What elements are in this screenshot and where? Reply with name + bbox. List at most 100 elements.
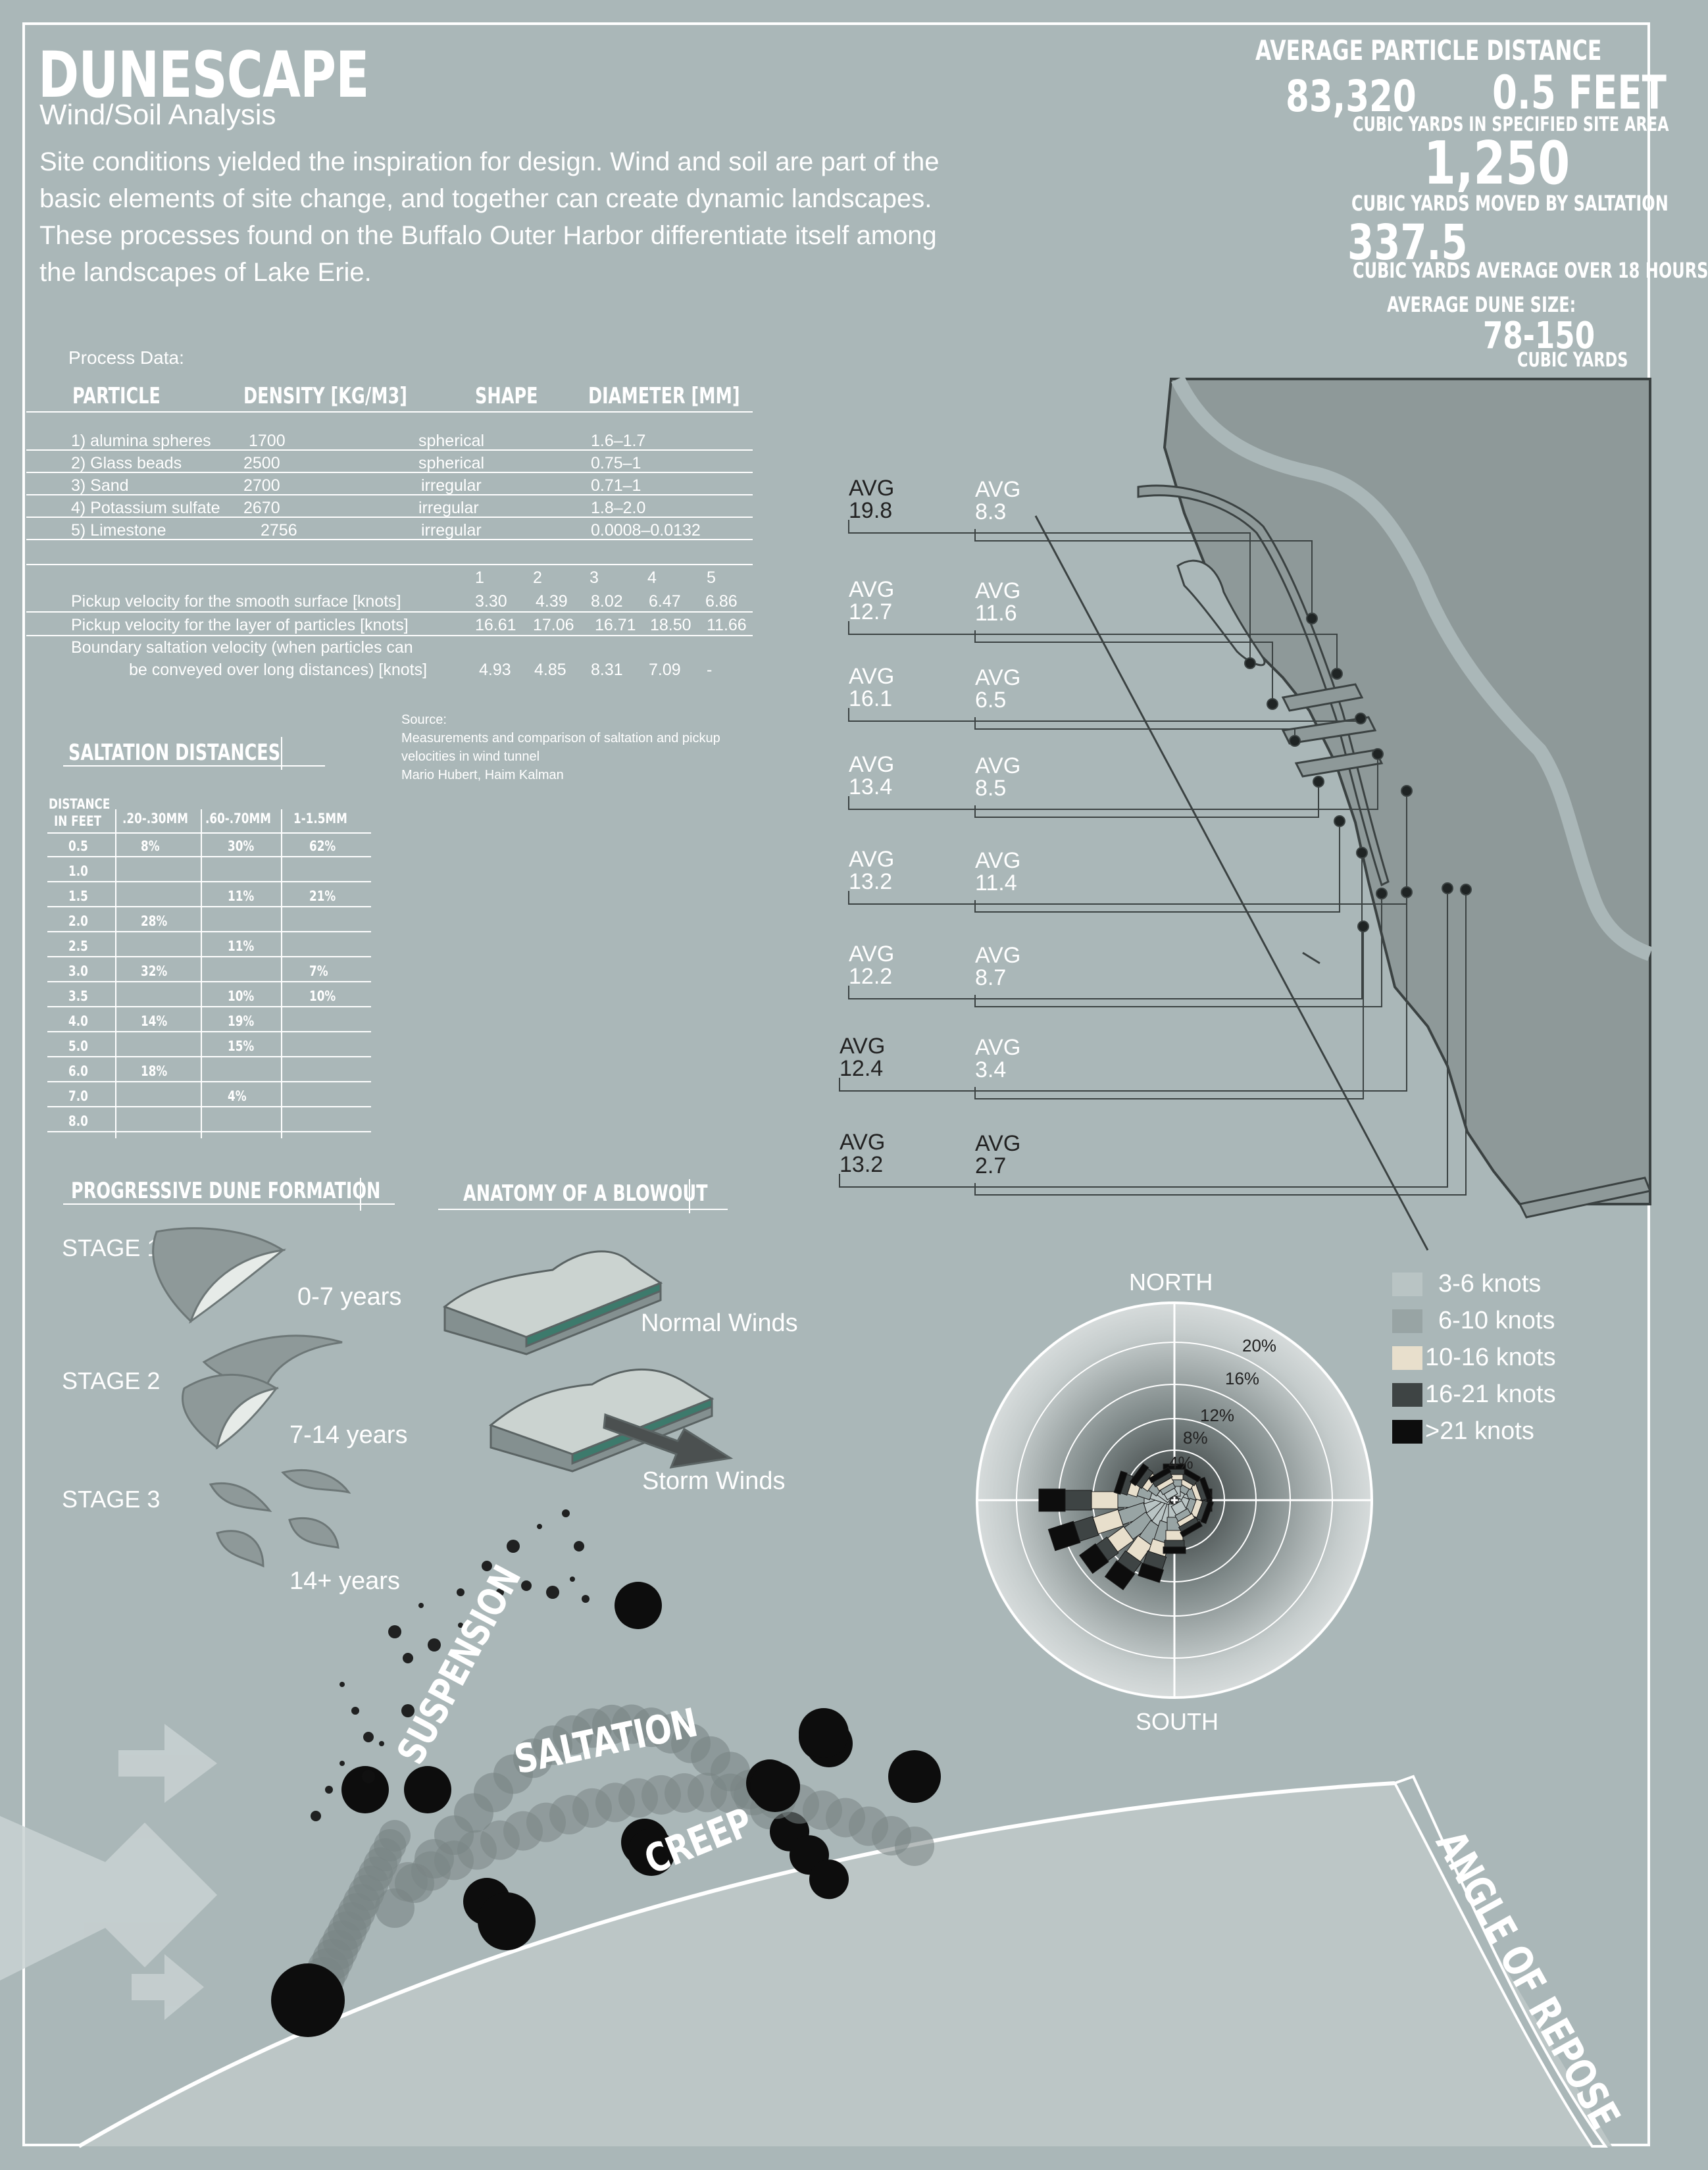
avg-value: 2.7 xyxy=(975,1153,1007,1178)
avg-leader-line xyxy=(974,894,1382,1007)
saltation-percent: 18% xyxy=(141,1063,168,1079)
suspension-dot xyxy=(537,1524,542,1529)
avg-value: 13.2 xyxy=(840,1152,884,1177)
dark-particle xyxy=(628,1829,675,1876)
velocity-col-head: 2 xyxy=(533,568,542,587)
suspension-dot xyxy=(458,1623,463,1628)
dune-crest-line xyxy=(78,1781,1395,2148)
blowout-normal-top xyxy=(443,1250,663,1338)
avg-leader-line xyxy=(839,888,1448,1188)
saltation-distance: 8.0 xyxy=(68,1113,88,1129)
rose-petal-segment xyxy=(1138,1562,1165,1583)
particle-shape: irregular xyxy=(418,499,479,517)
particle-diameter: 1.6–1.7 xyxy=(591,432,646,450)
blowout-title: ANATOMY OF A BLOWOUT xyxy=(463,1180,708,1207)
avg-leader-line xyxy=(974,782,1319,818)
avg-label: AVG xyxy=(840,1130,886,1155)
saltation-volume-label: CUBIC YARDS MOVED BY SALTATION xyxy=(1351,191,1669,216)
suspension-dot xyxy=(339,1761,345,1766)
sensor-point xyxy=(1267,698,1278,710)
rose-south-label: SOUTH xyxy=(1136,1708,1218,1735)
dune-stage3-shape xyxy=(216,1530,264,1568)
saltation-distance: 2.5 xyxy=(68,938,88,954)
source-line: Mario Hubert, Haim Kalman xyxy=(401,768,564,782)
saltation-percent: 11% xyxy=(228,938,255,954)
saltation-distance: 1.0 xyxy=(68,863,88,879)
particle-shape: spherical xyxy=(418,454,485,472)
source-note: Source: Measurements and comparison of s… xyxy=(401,711,720,784)
sensor-point xyxy=(1401,785,1413,797)
particle-diameter: 0.75–1 xyxy=(591,454,641,472)
rose-ring-label: 20% xyxy=(1242,1336,1277,1355)
saltation-distance: 7.0 xyxy=(68,1088,88,1104)
legend-label: 3-6 knots xyxy=(1438,1270,1542,1298)
rose-ring-label: 8% xyxy=(1183,1428,1208,1448)
avg-value: 3.4 xyxy=(975,1057,1007,1082)
blowout-storm-top xyxy=(488,1368,715,1455)
particle-name: 3) Sand xyxy=(71,476,129,495)
angle-of-repose-face xyxy=(1393,1775,1608,2148)
particle-density: 2756 xyxy=(261,521,297,540)
velocity-col-head: 5 xyxy=(707,568,716,587)
avg-label: AVG xyxy=(849,577,895,602)
dark-particle xyxy=(799,1708,849,1758)
suspension-dot xyxy=(363,1732,374,1742)
normal-winds-label: Normal Winds xyxy=(641,1309,798,1337)
dune-size-value: 78-150 xyxy=(1483,315,1595,357)
saltation-distance: 5.0 xyxy=(68,1038,88,1054)
dark-particle xyxy=(750,1762,800,1812)
dune-stage3-shape xyxy=(209,1482,272,1513)
dune-stage3-shape xyxy=(281,1469,351,1494)
avg-label: AVG xyxy=(975,665,1021,690)
avg-value: 8.7 xyxy=(975,965,1007,990)
suspension-dot xyxy=(339,1682,345,1687)
intro-line: the landscapes of Lake Erie. xyxy=(39,258,372,287)
sensor-point xyxy=(1372,748,1384,760)
intro-line: These processes found on the Buffalo Out… xyxy=(39,221,937,250)
avg-value: 12.2 xyxy=(849,964,893,989)
avg-value: 8.3 xyxy=(975,499,1007,524)
rose-petal-segment xyxy=(1180,1521,1203,1538)
rose-ring-label: 12% xyxy=(1200,1405,1235,1425)
saltation-distance: 4.0 xyxy=(68,1013,88,1029)
legend-label: 16-21 knots xyxy=(1425,1380,1556,1408)
suspension-dot xyxy=(428,1638,441,1652)
saltation-distance: 2.0 xyxy=(68,913,88,929)
velocity-value: 6.47 xyxy=(649,592,681,611)
avg-value: 19.8 xyxy=(849,498,893,523)
velocity-value: 4.39 xyxy=(536,592,568,611)
storm-wind-arrow xyxy=(603,1413,734,1469)
suspension-dot xyxy=(570,1577,575,1582)
velocity-col-head: 1 xyxy=(475,568,484,587)
dark-particle xyxy=(478,1892,536,1950)
velocity-col-head: 3 xyxy=(590,568,599,587)
sensor-point xyxy=(1401,886,1413,898)
particle-name: 5) Limestone xyxy=(71,521,166,540)
avg-value: 13.2 xyxy=(849,869,893,894)
avg-label: AVG xyxy=(975,1035,1021,1060)
velocity-value: 3.30 xyxy=(475,592,507,611)
suspension-dot xyxy=(311,1811,321,1821)
suspension-dot xyxy=(457,1588,465,1596)
avg-label: AVG xyxy=(975,753,1021,778)
rose-petal-segment xyxy=(1113,1471,1128,1495)
suspension-dot xyxy=(325,1786,333,1794)
source-line: velocities in wind tunnel xyxy=(401,749,540,764)
wind-arrow-small xyxy=(132,1954,204,2020)
velocity-value: 16.71 xyxy=(595,616,636,634)
suspension-dot xyxy=(388,1625,401,1638)
avg-leader-line xyxy=(848,791,1407,905)
avg-particle-distance-label: AVERAGE PARTICLE DISTANCE xyxy=(1255,34,1602,66)
saltation-distance: 0.5 xyxy=(68,838,88,854)
avg-leader-line xyxy=(848,754,1378,810)
avg-value: 12.7 xyxy=(849,599,893,624)
site-volume-label: CUBIC YARDS IN SPECIFIED SITE AREA xyxy=(1353,113,1669,136)
source-line: Source: xyxy=(401,713,447,727)
process-header-shape: SHAPE xyxy=(475,383,538,409)
saltation-col-head: 1-1.5MM xyxy=(293,811,347,826)
blowout-normal-grass xyxy=(525,1281,662,1348)
saltation-percent: 19% xyxy=(228,1013,255,1029)
particle-name: 2) Glass beads xyxy=(71,454,182,472)
suspension-dot xyxy=(351,1707,359,1715)
